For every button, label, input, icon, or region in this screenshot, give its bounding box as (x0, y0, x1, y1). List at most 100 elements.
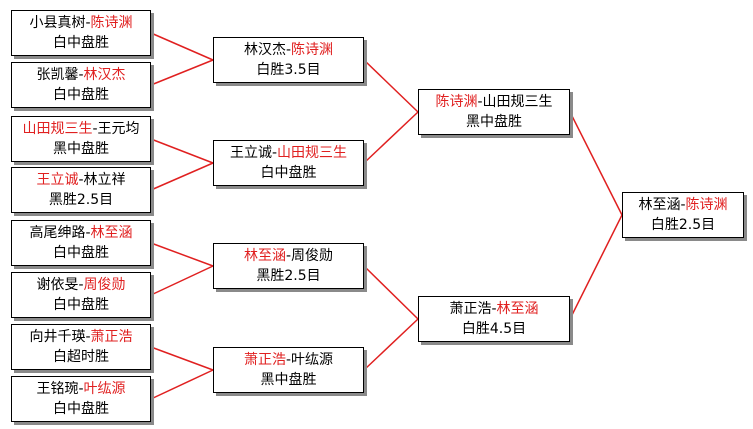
winner-name: 萧正浩 (243, 352, 286, 368)
connector-line (150, 59, 214, 86)
match-players: 林至涵-陈诗渊 (638, 195, 727, 215)
match-players: 萧正浩-叶纮源 (244, 350, 333, 370)
connector-line (363, 111, 419, 164)
connector-line (150, 138, 214, 164)
player-separator: - (78, 172, 84, 188)
match-result: 白中盘胜 (53, 297, 109, 313)
player-name: 叶纮源 (291, 352, 334, 368)
player-name: 林至涵 (638, 197, 681, 213)
match-result: 黑中盘胜 (466, 114, 522, 130)
player-separator: - (78, 381, 84, 397)
match-box-round1-1: 小县真树-陈诗渊白中盘胜 (11, 10, 151, 56)
match-box-round2-3: 林至涵-周俊勋黑胜2.5目 (213, 243, 364, 289)
match-box-round1-3: 山田规三生-王元均黑中盘胜 (11, 116, 151, 162)
player-separator: - (285, 352, 292, 368)
winner-name: 周俊勋 (83, 277, 126, 293)
match-players: 张凯馨-林汉杰 (36, 65, 125, 85)
connector-line (363, 318, 419, 371)
match-players: 林汉杰-陈诗渊 (244, 40, 333, 60)
match-players: 萧正浩-林至涵 (449, 299, 538, 319)
connector-line (363, 59, 419, 113)
match-players: 高尾绅路-林至涵 (29, 223, 132, 243)
player-separator: - (78, 67, 84, 83)
player-name: 高尾绅路 (29, 225, 86, 241)
match-box-round1-4: 王立诚-林立祥黑胜2.5目 (11, 167, 151, 213)
connectors-round2-to-semifinals (363, 59, 419, 371)
connector-line (363, 265, 419, 320)
player-separator: - (285, 42, 292, 58)
match-result: 白中盘胜 (260, 165, 317, 181)
match-box-final: 林至涵-陈诗渊白胜2.5目 (622, 192, 744, 238)
player-name: 王元均 (97, 121, 140, 137)
match-box-round2-4: 萧正浩-叶纮源黑中盘胜 (213, 347, 364, 393)
player-name: 向井千瑛 (29, 329, 86, 345)
winner-name: 林至涵 (90, 225, 133, 241)
match-box-round1-6: 谢依旻-周俊勋白中盘胜 (11, 272, 151, 318)
winner-name: 陈诗渊 (291, 42, 334, 58)
match-box-semifinal-2: 萧正浩-林至涵白胜4.5目 (418, 296, 570, 342)
connector-line (150, 369, 214, 400)
connector-line (569, 111, 623, 216)
match-players: 王立诚-林立祥 (36, 170, 125, 190)
winner-name: 林至涵 (496, 301, 539, 317)
winner-name: 山田规三生 (277, 145, 348, 161)
connectors-semifinals-to-final (569, 111, 623, 320)
player-name: 林立祥 (83, 172, 126, 188)
match-result: 白胜4.5目 (461, 321, 527, 337)
player-separator: - (85, 225, 91, 241)
player-separator: - (271, 145, 278, 161)
winner-name: 林至涵 (243, 248, 286, 264)
player-name: 小县真树 (29, 15, 86, 31)
player-separator: - (85, 15, 91, 31)
match-result: 白中盘胜 (53, 35, 109, 51)
winner-name: 林汉杰 (83, 67, 126, 83)
match-players: 王铭琬-叶纮源 (36, 379, 125, 399)
winner-name: 萧正浩 (90, 329, 133, 345)
player-name: 山田规三生 (482, 94, 553, 110)
winner-name: 王立诚 (36, 172, 79, 188)
player-separator: - (491, 301, 497, 317)
player-name: 王铭琬 (36, 381, 79, 397)
match-box-round1-7: 向井千瑛-萧正浩白超时胜 (11, 324, 151, 370)
player-name: 谢依旻 (36, 277, 79, 293)
winner-name: 叶纮源 (83, 381, 126, 397)
player-separator: - (285, 248, 292, 264)
match-box-round2-2: 王立诚-山田规三生白中盘胜 (213, 140, 364, 186)
match-players: 谢依旻-周俊勋 (36, 275, 125, 295)
match-players: 小县真树-陈诗渊 (29, 13, 132, 33)
winner-name: 陈诗渊 (685, 197, 728, 213)
connector-line (150, 265, 214, 296)
winner-name: 陈诗渊 (435, 94, 478, 110)
winner-name: 山田规三生 (22, 121, 93, 137)
connectors-round1-to-round2 (150, 32, 214, 400)
player-name: 张凯馨 (36, 67, 79, 83)
match-box-semifinal-1: 陈诗渊-山田规三生黑中盘胜 (418, 89, 570, 135)
player-name: 周俊勋 (291, 248, 334, 264)
player-separator: - (92, 121, 98, 137)
connector-line (150, 162, 214, 191)
match-result: 白中盘胜 (53, 401, 109, 417)
match-result: 黑胜2.5目 (256, 268, 321, 284)
connector-line (569, 214, 623, 320)
match-players: 山田规三生-王元均 (22, 119, 139, 139)
winner-name: 陈诗渊 (90, 15, 133, 31)
connector-line (150, 346, 214, 371)
player-name: 王立诚 (229, 145, 272, 161)
match-players: 向井千瑛-萧正浩 (29, 327, 132, 347)
match-result: 白胜2.5目 (650, 217, 716, 233)
match-box-round2-1: 林汉杰-陈诗渊白胜3.5目 (213, 37, 364, 83)
player-separator: - (78, 277, 84, 293)
match-box-round1-5: 高尾绅路-林至涵白中盘胜 (11, 220, 151, 266)
player-separator: - (680, 197, 686, 213)
player-name: 林汉杰 (243, 42, 286, 58)
match-box-round1-8: 王铭琬-叶纮源白中盘胜 (11, 376, 151, 422)
match-result: 黑胜2.5目 (48, 192, 114, 208)
player-name: 萧正浩 (449, 301, 492, 317)
match-result: 白中盘胜 (53, 245, 109, 261)
connector-line (150, 32, 214, 61)
player-separator: - (477, 94, 483, 110)
match-players: 王立诚-山田规三生 (230, 143, 347, 163)
match-box-round1-2: 张凯馨-林汉杰白中盘胜 (11, 62, 151, 108)
